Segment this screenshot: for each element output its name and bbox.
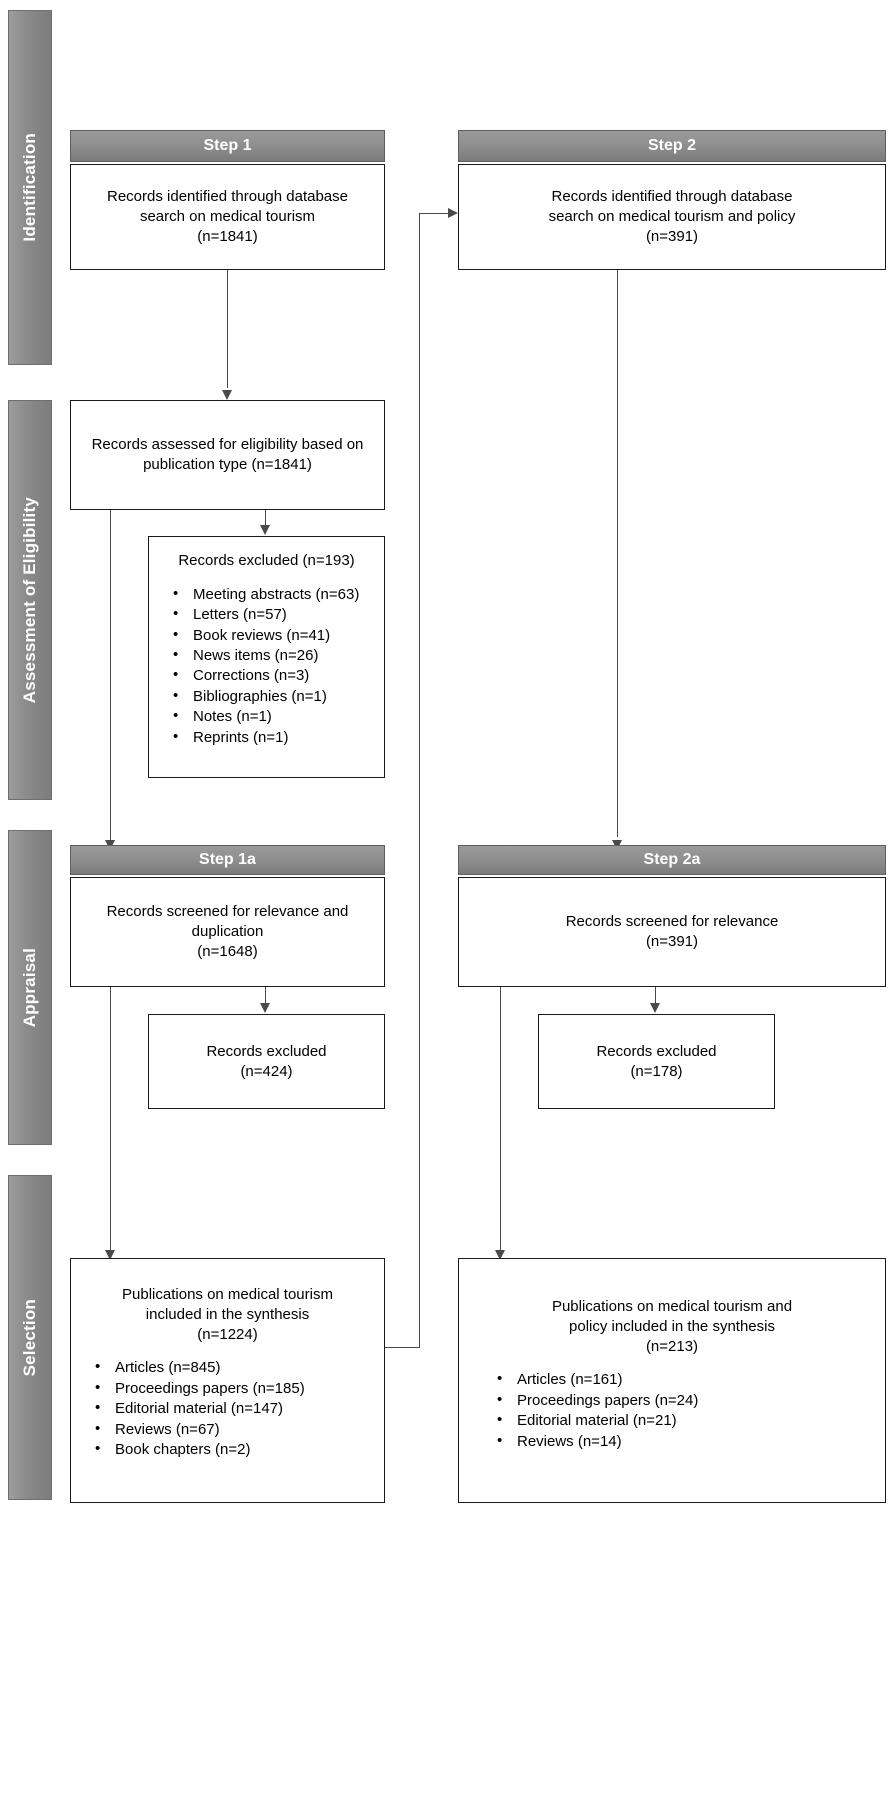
box-records-screened-right-text: Records screened for relevance (n=391)	[565, 913, 779, 950]
box-publications-included-right-title: Publications on medical tourism and poli…	[551, 1298, 793, 1355]
list-item: Book chapters (n=2)	[95, 1439, 374, 1460]
arrowhead-excluded-178	[650, 1003, 660, 1013]
excluded-by-type-list: Meeting abstracts (n=63) Letters (n=57) …	[159, 584, 374, 748]
box-records-identified-right-text: Records identified through database sear…	[548, 188, 796, 245]
list-item: Articles (n=161)	[497, 1369, 875, 1390]
list-item: Corrections (n=3)	[173, 665, 374, 686]
arrowhead-included-left	[105, 1250, 115, 1260]
arrowhead-excluded-type	[260, 525, 270, 535]
included-right-list: Articles (n=161) Proceedings papers (n=2…	[469, 1369, 875, 1452]
arrowhead-excluded-424	[260, 1003, 270, 1013]
connector-included-left-to-step2-vertical	[419, 213, 421, 1348]
box-publications-included-left-title: Publications on medical tourism included…	[122, 1286, 333, 1343]
box-records-excluded-left-text: Records excluded (n=424)	[206, 1042, 327, 1080]
phase-bar-appraisal: Appraisal	[8, 830, 52, 1145]
connector-eligibility-to-excluded-type	[265, 510, 267, 530]
list-item: News items (n=26)	[173, 645, 374, 666]
phase-label-assessment-of-eligibility: Assessment of Eligibility	[20, 496, 39, 704]
connector-included-left-to-step2-bottom	[385, 1347, 420, 1349]
box-records-identified-right: Records identified through database sear…	[458, 164, 886, 270]
box-records-screened-left: Records screened for relevance and dupli…	[70, 877, 385, 987]
connector-identified-right-to-step2a	[617, 270, 619, 837]
connector-screened-right-to-excluded	[655, 987, 657, 1007]
connector-screened-right-to-included	[500, 987, 502, 1252]
connector-eligibility-to-step1a	[110, 510, 112, 842]
phase-bar-assessment-of-eligibility: Assessment of Eligibility	[8, 400, 52, 800]
box-records-assessed-eligibility-text: Records assessed for eligibility based o…	[91, 436, 364, 473]
list-item: Editorial material (n=147)	[95, 1398, 374, 1419]
box-records-assessed-eligibility: Records assessed for eligibility based o…	[70, 400, 385, 510]
step-header-step-1: Step 1	[70, 130, 385, 162]
list-item: Reviews (n=67)	[95, 1419, 374, 1440]
phase-bar-selection: Selection	[8, 1175, 52, 1500]
box-records-excluded-right-text: Records excluded (n=178)	[596, 1042, 717, 1080]
box-records-excluded-by-type-title: Records excluded (n=193)	[178, 552, 355, 569]
step-2-label: Step 2	[647, 137, 696, 154]
box-records-identified-left: Records identified through database sear…	[70, 164, 385, 270]
phase-label-selection: Selection	[20, 1298, 39, 1377]
step-header-step-2a: Step 2a	[458, 845, 886, 875]
step-header-step-2: Step 2	[458, 130, 886, 162]
arrowhead-step2	[448, 208, 458, 218]
box-records-screened-right: Records screened for relevance (n=391)	[458, 877, 886, 987]
list-item: Bibliographies (n=1)	[173, 686, 374, 707]
list-item: Articles (n=845)	[95, 1357, 374, 1378]
arrowhead-eligibility	[222, 390, 232, 400]
arrowhead-included-right	[495, 1250, 505, 1260]
list-item: Editorial material (n=21)	[497, 1410, 875, 1431]
list-item: Reviews (n=14)	[497, 1431, 875, 1452]
connector-identified-to-eligibility	[227, 270, 229, 388]
list-item: Reprints (n=1)	[173, 727, 374, 748]
box-records-identified-left-text: Records identified through database sear…	[107, 188, 348, 245]
list-item: Notes (n=1)	[173, 706, 374, 727]
step-1a-label: Step 1a	[199, 851, 256, 868]
connector-included-left-to-step2-top	[419, 213, 449, 215]
phase-bar-identification: Identification	[8, 10, 52, 365]
list-item: Proceedings papers (n=24)	[497, 1390, 875, 1411]
phase-label-identification: Identification	[20, 133, 39, 242]
phase-label-appraisal: Appraisal	[20, 947, 39, 1028]
list-item: Meeting abstracts (n=63)	[173, 584, 374, 605]
list-item: Book reviews (n=41)	[173, 625, 374, 646]
list-item: Letters (n=57)	[173, 604, 374, 625]
list-item: Proceedings papers (n=185)	[95, 1378, 374, 1399]
step-header-step-1a: Step 1a	[70, 845, 385, 875]
connector-screened-left-to-included	[110, 987, 112, 1252]
step-2a-label: Step 2a	[643, 851, 701, 868]
box-records-excluded-right: Records excluded (n=178)	[538, 1014, 775, 1109]
box-publications-included-left: Publications on medical tourism included…	[70, 1258, 385, 1503]
connector-screened-left-to-excluded	[265, 987, 267, 1007]
step-1-label: Step 1	[203, 137, 252, 154]
box-records-excluded-left: Records excluded (n=424)	[148, 1014, 385, 1109]
box-records-screened-left-text: Records screened for relevance and dupli…	[106, 903, 349, 960]
included-left-list: Articles (n=845) Proceedings papers (n=1…	[81, 1357, 374, 1460]
box-publications-included-right: Publications on medical tourism and poli…	[458, 1258, 886, 1503]
box-records-excluded-by-type: Records excluded (n=193) Meeting abstrac…	[148, 536, 385, 778]
